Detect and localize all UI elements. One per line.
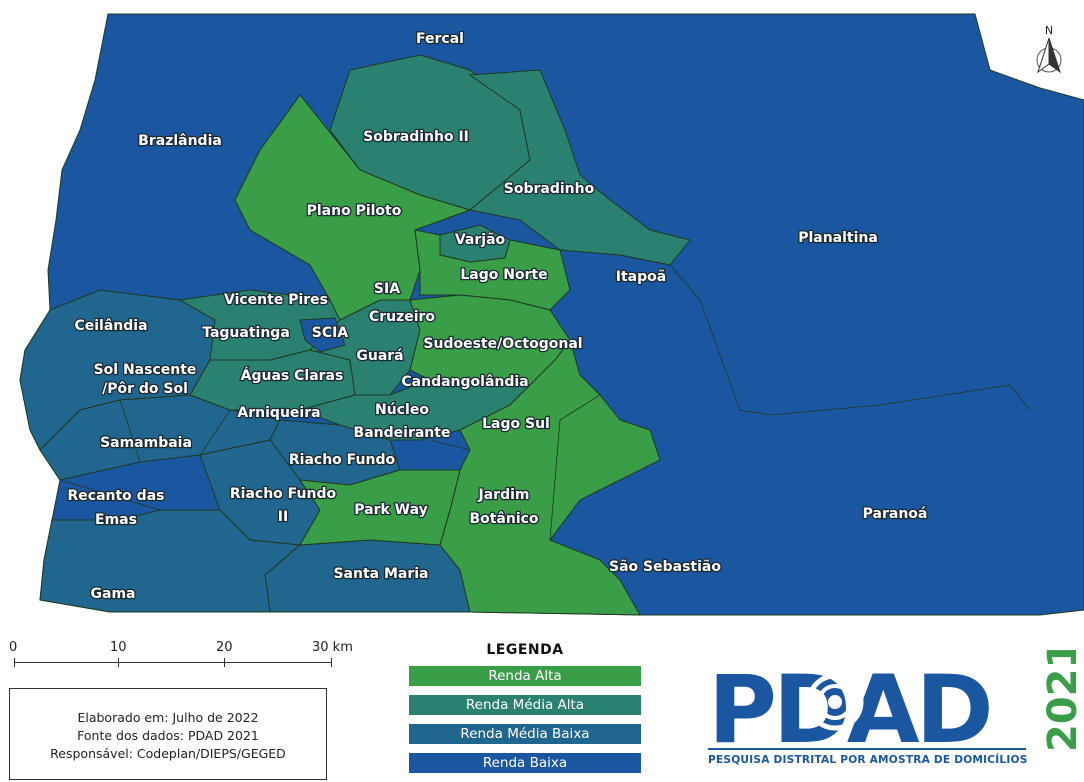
label-samambaia: Samambaia bbox=[100, 435, 192, 451]
scale-mark bbox=[331, 658, 332, 667]
label-paranoa: Paranoá bbox=[863, 506, 928, 522]
scale-tick-30: 30 km bbox=[312, 640, 353, 655]
label-fercal: Fercal bbox=[416, 31, 464, 47]
label-sao-sebastiao: São Sebastião bbox=[609, 559, 721, 575]
label-taguatinga: Taguatinga bbox=[202, 325, 290, 341]
label-riacho-fundo-2a: Riacho Fundo bbox=[230, 486, 337, 502]
scale-tick-0: 0 bbox=[9, 640, 18, 655]
label-lago-norte: Lago Norte bbox=[460, 267, 547, 283]
region-park-way bbox=[298, 469, 461, 546]
label-lago-sul: Lago Sul bbox=[482, 416, 550, 432]
scale-mark bbox=[14, 658, 15, 667]
magnifier-icon bbox=[806, 673, 864, 731]
label-bandeirante: Bandeirante bbox=[354, 425, 451, 441]
label-aguas-claras: Águas Claras bbox=[241, 367, 344, 384]
legend-item-renda-media-baixa: Renda Média Baixa bbox=[409, 724, 641, 744]
region-lago-norte bbox=[414, 229, 571, 311]
label-jardim: Jardim bbox=[478, 487, 530, 503]
legend-item-renda-baixa: Renda Baixa bbox=[409, 753, 641, 773]
label-arniqueira: Arniqueira bbox=[237, 405, 320, 421]
label-guara: Guará bbox=[356, 348, 403, 364]
label-cruzeiro: Cruzeiro bbox=[369, 309, 435, 325]
label-park-way: Park Way bbox=[354, 502, 428, 518]
legend-item-renda-media-alta: Renda Média Alta bbox=[409, 695, 641, 715]
credits-source: Fonte dos dados: PDAD 2021 bbox=[77, 728, 259, 743]
logo-subtitle: PESQUISA DISTRITAL POR AMOSTRA DE DOMICÍ… bbox=[708, 754, 1028, 766]
label-botanico: Botânico bbox=[469, 511, 538, 527]
legend-item-renda-alta: Renda Alta bbox=[409, 666, 641, 686]
label-sia: SIA bbox=[374, 281, 400, 297]
label-planaltina: Planaltina bbox=[798, 230, 878, 246]
region-scia bbox=[299, 317, 346, 353]
region-gama bbox=[39, 509, 302, 613]
credits-responsible: Responsável: Codeplan/DIEPS/GEGED bbox=[50, 746, 286, 761]
north-arrow-icon: N bbox=[1036, 24, 1062, 74]
logo-rule bbox=[708, 748, 1026, 750]
label-sudoeste-octogonal: Sudoeste/Octogonal bbox=[423, 336, 582, 352]
label-varjao: Varjão bbox=[455, 232, 506, 248]
label-nucleo: Núcleo bbox=[375, 402, 429, 418]
label-sol-nascente: Sol Nascente bbox=[94, 362, 197, 378]
scale-line bbox=[14, 662, 332, 663]
region-lago-sul-jardim bbox=[439, 338, 661, 616]
scale-tick-10: 10 bbox=[110, 640, 127, 655]
label-brazlandia: Brazlândia bbox=[138, 133, 222, 149]
svg-text:N: N bbox=[1045, 24, 1053, 37]
label-emas: Emas bbox=[95, 512, 137, 528]
label-riacho-fundo-2b: II bbox=[278, 509, 288, 525]
scale-mark bbox=[224, 658, 225, 667]
label-sobradinho: Sobradinho bbox=[504, 181, 595, 197]
label-por-do-sol: /Pôr do Sol bbox=[102, 381, 188, 397]
scale-tick-20: 20 bbox=[216, 640, 233, 655]
label-gama: Gama bbox=[91, 586, 136, 602]
label-scia: SCIA bbox=[312, 325, 349, 341]
label-plano-piloto: Plano Piloto bbox=[307, 203, 402, 219]
label-ceilandia: Ceilândia bbox=[74, 318, 147, 334]
label-vicente-pires: Vicente Pires bbox=[224, 292, 328, 308]
credits-box: Elaborado em: Julho de 2022 Fonte dos da… bbox=[9, 688, 327, 780]
logo-year: 2021 bbox=[1040, 650, 1084, 752]
label-sobradinho-2: Sobradinho II bbox=[363, 129, 469, 145]
region-plano-piloto bbox=[234, 94, 472, 321]
label-itapoa: Itapoã bbox=[616, 269, 666, 285]
boundary-lines bbox=[59, 254, 1031, 541]
credits-date: Elaborado em: Julho de 2022 bbox=[77, 710, 259, 725]
legend-title: LEGENDA bbox=[486, 642, 564, 658]
label-recanto-das: Recanto das bbox=[68, 488, 165, 504]
income-map: N Fercal Brazlândia Sobradinho II Sobrad… bbox=[19, 13, 1084, 616]
scale-mark bbox=[118, 658, 119, 667]
legend: LEGENDA Renda Alta Renda Média Alta Rend… bbox=[409, 642, 641, 782]
label-candangolandia: Candangolândia bbox=[401, 374, 528, 390]
pdad-logo: PDAD 2021 bbox=[708, 650, 1084, 765]
label-santa-maria: Santa Maria bbox=[333, 566, 428, 582]
scale-bar: 0 10 20 30 km bbox=[0, 640, 380, 670]
label-riacho-fundo: Riacho Fundo bbox=[289, 452, 396, 468]
